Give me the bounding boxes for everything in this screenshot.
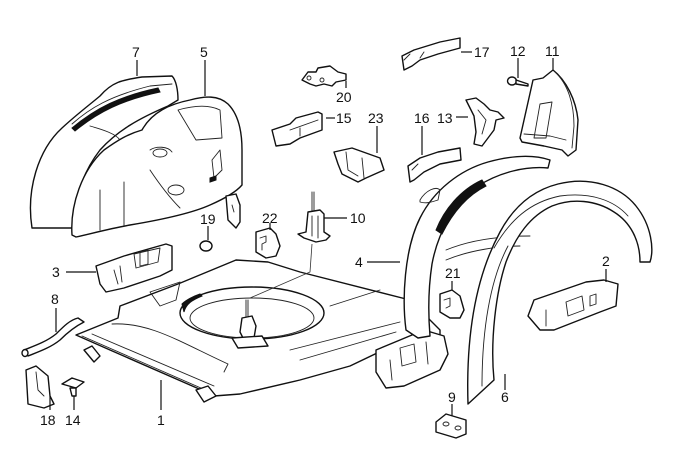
callout-21[interactable]: 21	[445, 265, 461, 281]
part-17-bracket[interactable]	[401, 37, 461, 71]
part-2-right-side-member[interactable]	[527, 279, 619, 331]
callout-10[interactable]: 10	[350, 210, 366, 226]
callout-4[interactable]: 4	[355, 254, 363, 270]
part-18-bracket[interactable]	[25, 365, 55, 409]
callout-1[interactable]: 1	[157, 412, 165, 428]
callout-16[interactable]: 16	[414, 110, 430, 126]
part-12-screw[interactable]	[506, 76, 529, 87]
part-19-plug[interactable]	[199, 240, 213, 252]
callout-6[interactable]: 6	[501, 389, 509, 405]
part-9-mounting-plate[interactable]	[435, 413, 467, 439]
callout-15[interactable]: 15	[336, 110, 352, 126]
leader-lines	[49, 51, 607, 416]
callout-2[interactable]: 2	[602, 253, 610, 269]
part-3-left-side-member[interactable]	[95, 243, 173, 293]
callout-13[interactable]: 13	[437, 110, 453, 126]
part-8-cross-tube[interactable]	[21, 317, 85, 358]
callout-11[interactable]: 11	[545, 43, 560, 59]
callout-20[interactable]: 20	[336, 89, 352, 105]
part-14-clip-nut[interactable]	[61, 377, 85, 397]
part-7-left-outer-wheel-arch[interactable]	[29, 75, 179, 229]
callout-22[interactable]: 22	[262, 210, 278, 226]
callout-8[interactable]: 8	[51, 291, 59, 307]
callout-17[interactable]: 17	[474, 44, 490, 60]
callout-19[interactable]: 19	[200, 211, 216, 227]
callout-12[interactable]: 12	[510, 43, 526, 59]
callouts: 7 5 17 12 11 20 15 23 16 13 19 22 10 3 4…	[40, 43, 610, 428]
part-4-right-inner-wheel-housing[interactable]	[403, 155, 551, 339]
part-6-right-outer-wheel-arch[interactable]	[467, 180, 653, 405]
part-13-bracket[interactable]	[465, 97, 505, 147]
callout-23[interactable]: 23	[368, 110, 384, 126]
callout-14[interactable]: 14	[65, 412, 81, 428]
callout-7[interactable]: 7	[132, 44, 140, 60]
callout-3[interactable]: 3	[52, 264, 60, 280]
callout-18[interactable]: 18	[40, 412, 56, 428]
part-1-trunk-floor[interactable]	[75, 243, 449, 403]
part-16-bracket[interactable]	[407, 147, 462, 183]
part-11-corner-panel[interactable]	[519, 69, 579, 157]
part-5-left-inner-wheel-housing[interactable]	[71, 96, 243, 238]
part-21-clip[interactable]	[439, 289, 465, 319]
part-15-bracket[interactable]	[271, 111, 323, 147]
part-23-bracket[interactable]	[333, 147, 385, 183]
part-22-clip[interactable]	[255, 227, 281, 259]
callout-9[interactable]: 9	[448, 389, 456, 405]
part-20-bracket[interactable]	[301, 65, 347, 87]
part-10-bolt-holder[interactable]	[297, 191, 331, 243]
callout-5[interactable]: 5	[200, 44, 208, 60]
